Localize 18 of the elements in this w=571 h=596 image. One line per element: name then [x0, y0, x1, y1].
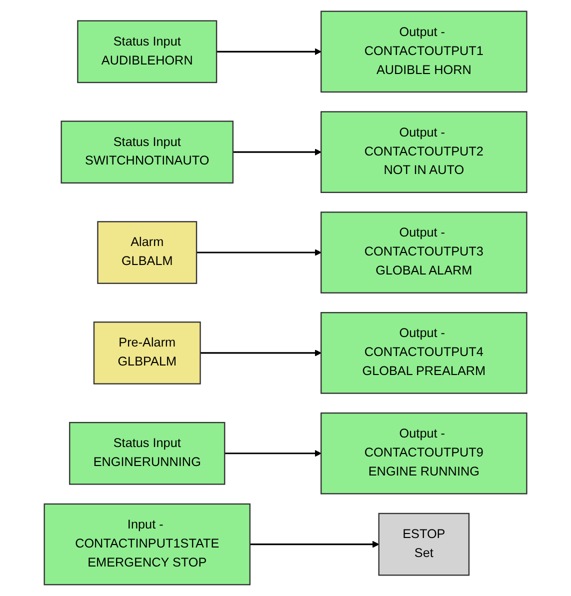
node-box: Input - CONTACTINPUT1STATE EMERGENCY STOP [44, 503, 250, 586]
node-box: Output - CONTACTOUTPUT2 NOT IN AUTO [320, 111, 528, 194]
node-box: Pre-Alarm GLBPALM [93, 322, 201, 384]
arrow [250, 540, 380, 548]
node-box: Status Input AUDIBLEHORN [77, 20, 218, 84]
arrow [232, 148, 322, 156]
node-box: Output - CONTACTOUTPUT1 AUDIBLE HORN [320, 10, 528, 93]
node-box: Output - CONTACTOUTPUT9 ENGINE RUNNING [320, 412, 528, 494]
node-box: Alarm GLBALM [97, 221, 198, 284]
arrow [216, 48, 322, 56]
arrow [224, 450, 322, 457]
node-box: Status Input ENGINERUNNING [69, 422, 226, 485]
node-box: Output - CONTACTOUTPUT3 GLOBAL ALARM [320, 212, 528, 294]
node-box: ESTOP Set [378, 512, 470, 576]
arrow [200, 349, 322, 356]
node-box: Status Input SWITCHNOTINAUTO [60, 120, 234, 184]
arrow [196, 249, 322, 256]
node-box: Output - CONTACTOUTPUT4 GLOBAL PREALARM [320, 312, 528, 394]
